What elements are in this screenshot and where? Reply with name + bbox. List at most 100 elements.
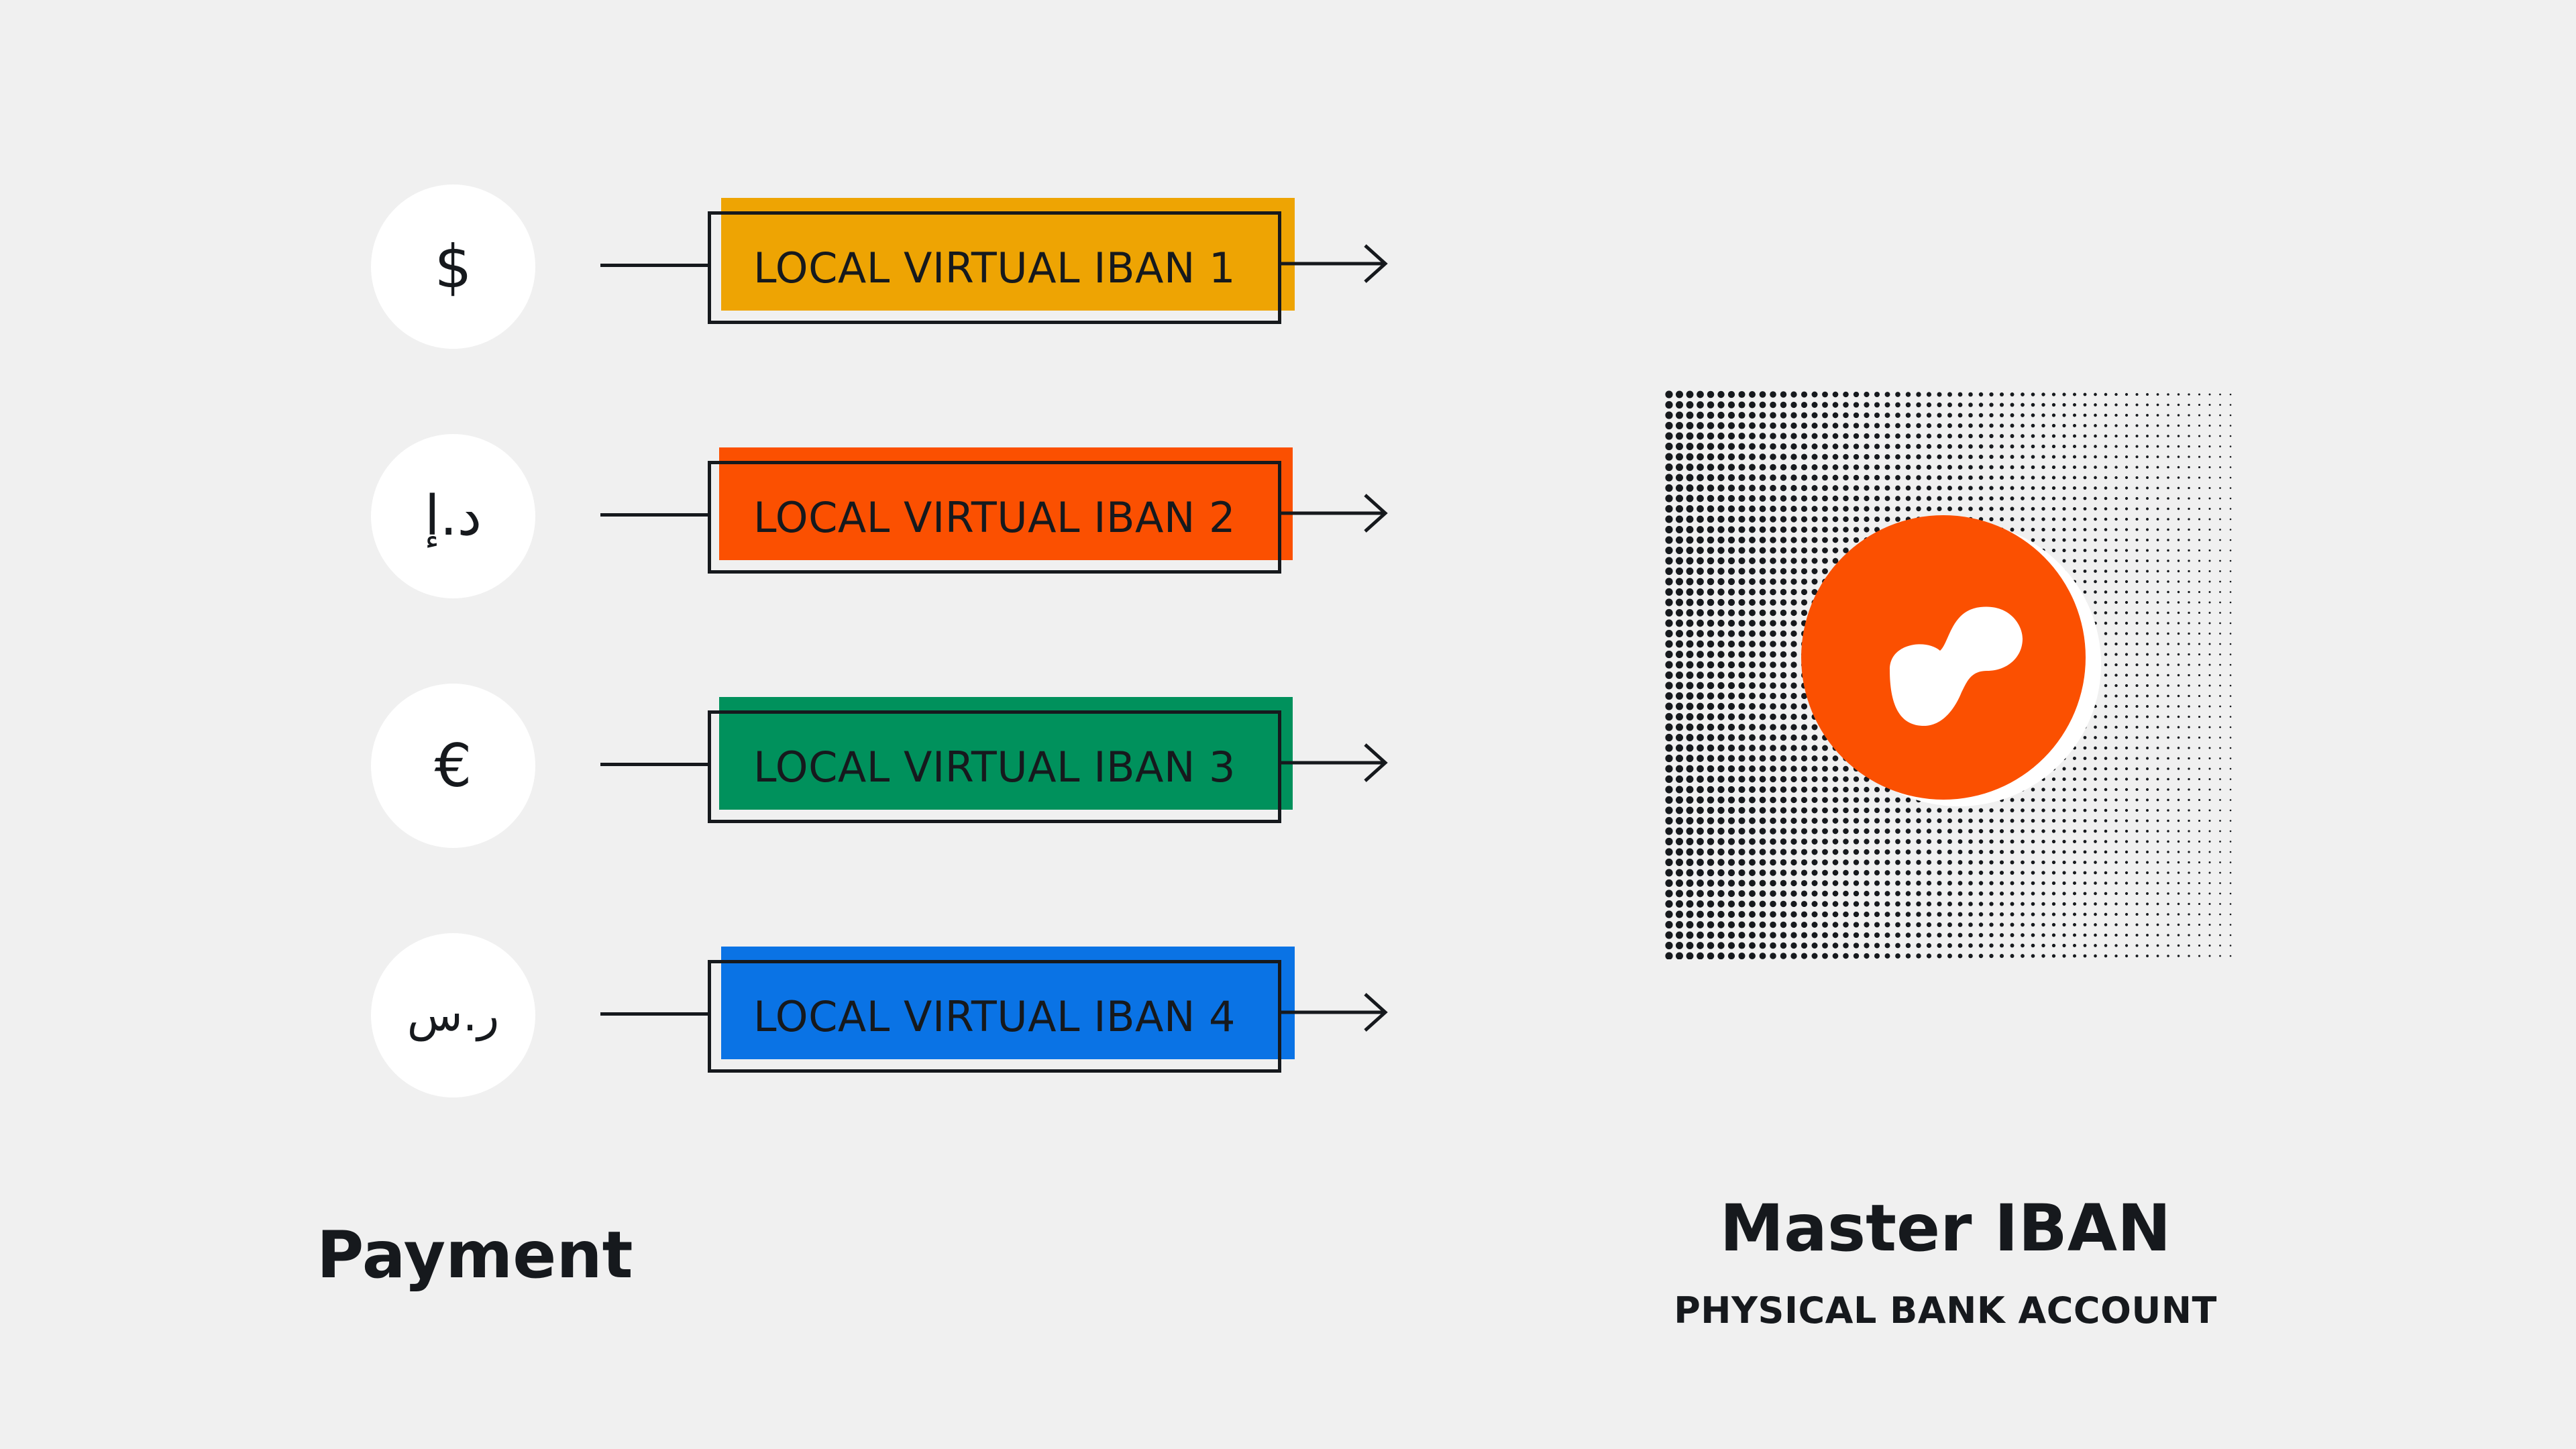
halftone-dot xyxy=(2156,881,2159,885)
halftone-dot xyxy=(2177,486,2180,490)
halftone-dot xyxy=(2167,653,2169,656)
halftone-dot xyxy=(2041,902,2045,906)
halftone-dot xyxy=(1727,910,1735,918)
halftone-dot xyxy=(1675,557,1684,565)
halftone-dot xyxy=(1665,504,1673,513)
halftone-dot xyxy=(1999,517,2004,522)
halftone-dot xyxy=(1727,755,1735,762)
halftone-dot xyxy=(1686,578,1694,586)
halftone-dot xyxy=(1738,775,1746,783)
halftone-dot xyxy=(1874,423,1880,429)
halftone-dot xyxy=(1675,900,1684,908)
halftone-dot xyxy=(2114,736,2118,739)
halftone-dot xyxy=(1843,516,1849,523)
halftone-dot xyxy=(1947,849,1952,855)
halftone-dot xyxy=(2104,933,2108,937)
halftone-dot xyxy=(2073,445,2076,448)
halftone-dot xyxy=(1675,400,1684,409)
halftone-dot xyxy=(1947,943,1952,948)
halftone-dot xyxy=(1895,859,1900,865)
halftone-dot xyxy=(2104,788,2108,792)
halftone-dot xyxy=(1843,807,1849,814)
halftone-dot xyxy=(1832,391,1839,398)
halftone-dot xyxy=(2094,496,2097,500)
halftone-dot xyxy=(1895,849,1900,855)
halftone-dot xyxy=(2135,455,2139,459)
halftone-dot xyxy=(1832,527,1839,533)
halftone-dot xyxy=(1707,536,1715,544)
halftone-dot xyxy=(1686,910,1694,918)
halftone-dot xyxy=(1749,734,1756,741)
halftone-dot xyxy=(2094,528,2097,531)
halftone-dot xyxy=(2051,829,2056,833)
halftone-dot xyxy=(2188,913,2190,916)
halftone-dot xyxy=(1811,453,1818,460)
halftone-dot xyxy=(1749,682,1756,689)
halftone-dot xyxy=(2083,424,2087,427)
halftone-dot xyxy=(2104,892,2108,896)
halftone-dot xyxy=(1770,817,1776,824)
halftone-dot xyxy=(1707,515,1715,523)
halftone-dot xyxy=(2229,871,2232,874)
halftone-dot xyxy=(2031,455,2035,459)
halftone-dot xyxy=(2051,892,2056,896)
halftone-dot xyxy=(1999,922,2004,927)
halftone-dot xyxy=(2229,851,2232,853)
halftone-dot xyxy=(2167,455,2169,458)
halftone-dot xyxy=(2156,466,2159,469)
halftone-dot xyxy=(1717,723,1725,731)
halftone-dot xyxy=(2031,818,2035,823)
halftone-dot xyxy=(2146,892,2149,895)
halftone-dot xyxy=(2219,757,2221,759)
halftone-dot xyxy=(2083,777,2087,781)
halftone-dot xyxy=(1926,392,1932,397)
halftone-dot xyxy=(1759,859,1766,866)
halftone-dot xyxy=(1989,465,1994,470)
halftone-dot xyxy=(1717,505,1725,513)
halftone-dot xyxy=(1801,609,1808,616)
halftone-dot xyxy=(2167,518,2169,521)
halftone-dot xyxy=(1822,911,1828,918)
halftone-dot xyxy=(2146,643,2149,645)
halftone-dot xyxy=(1738,526,1746,533)
halftone-dot xyxy=(1780,900,1787,908)
halftone-dot xyxy=(2198,476,2201,479)
halftone-dot xyxy=(1675,765,1684,773)
halftone-dot xyxy=(1843,901,1849,907)
halftone-dot xyxy=(1717,432,1725,440)
halftone-dot xyxy=(2208,622,2211,625)
halftone-dot xyxy=(1697,547,1704,554)
halftone-dot xyxy=(2073,798,2076,802)
halftone-dot xyxy=(1770,557,1776,564)
halftone-dot xyxy=(2051,413,2056,417)
halftone-dot xyxy=(2198,715,2201,718)
halftone-dot xyxy=(1832,932,1839,938)
halftone-dot xyxy=(1749,599,1756,606)
halftone-dot xyxy=(1801,412,1808,419)
halftone-dot xyxy=(2083,850,2087,854)
halftone-dot xyxy=(2208,767,2211,770)
halftone-dot xyxy=(1822,890,1828,897)
halftone-dot xyxy=(2188,923,2190,926)
halftone-dot xyxy=(1947,475,1952,480)
halftone-dot xyxy=(1895,870,1900,875)
halftone-dot xyxy=(2177,393,2180,396)
halftone-dot xyxy=(1916,870,1921,875)
halftone-dot xyxy=(1843,890,1849,897)
halftone-dot xyxy=(2062,434,2066,438)
halftone-dot xyxy=(2135,788,2139,792)
halftone-dot xyxy=(1916,443,1921,449)
halftone-dot xyxy=(1853,818,1860,824)
halftone-dot xyxy=(1801,557,1808,564)
halftone-dot xyxy=(1665,598,1673,606)
halftone-dot xyxy=(1895,475,1900,480)
halftone-dot xyxy=(1937,433,1942,439)
halftone-dot xyxy=(1947,444,1952,449)
halftone-dot xyxy=(1717,682,1725,690)
halftone-dot xyxy=(2073,892,2076,896)
halftone-dot xyxy=(2198,455,2201,458)
halftone-dot xyxy=(2114,434,2118,438)
halftone-dot xyxy=(1738,713,1746,720)
halftone-dot xyxy=(2062,881,2066,885)
halftone-dot xyxy=(1717,692,1725,700)
